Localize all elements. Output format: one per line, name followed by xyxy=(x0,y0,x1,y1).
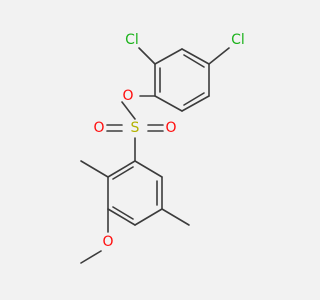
bond xyxy=(181,48,210,65)
ester-oxygen-atom-label: O xyxy=(122,88,133,104)
bond xyxy=(154,48,183,65)
double-bond-inner xyxy=(183,92,205,106)
chemical-structure-diagram: Cl Cl O O S O O xyxy=(80,32,245,264)
double-bond-inner xyxy=(112,206,134,220)
double-bond-inner xyxy=(112,166,134,180)
chlorine-atom-label: Cl xyxy=(231,32,245,48)
bond-to-cl-right xyxy=(208,47,230,65)
bond-to-cl-top xyxy=(138,47,156,65)
bond xyxy=(107,208,136,226)
methoxy-dimethylphenyl-ring xyxy=(107,160,163,226)
bond xyxy=(107,160,136,178)
chlorine-atom-label: Cl xyxy=(125,32,139,48)
methyl-bond-right xyxy=(161,208,190,226)
double-bond-inner xyxy=(183,54,205,68)
bond xyxy=(134,208,163,226)
methyl-bond-left xyxy=(80,160,109,178)
bond xyxy=(181,95,210,112)
bond-methoxy-methyl xyxy=(80,250,102,264)
methoxy-oxygen-atom-label: O xyxy=(102,234,113,250)
bond xyxy=(154,95,183,112)
bond-oxygen-sulfur xyxy=(121,101,136,120)
bond xyxy=(134,160,163,178)
sulfonyl-oxygen-atom-label: O xyxy=(93,120,104,136)
dichlorophenyl-ring xyxy=(154,48,210,112)
sulfur-atom-label: S xyxy=(131,120,140,136)
sulfonyl-oxygen-atom-label: O xyxy=(165,120,176,136)
